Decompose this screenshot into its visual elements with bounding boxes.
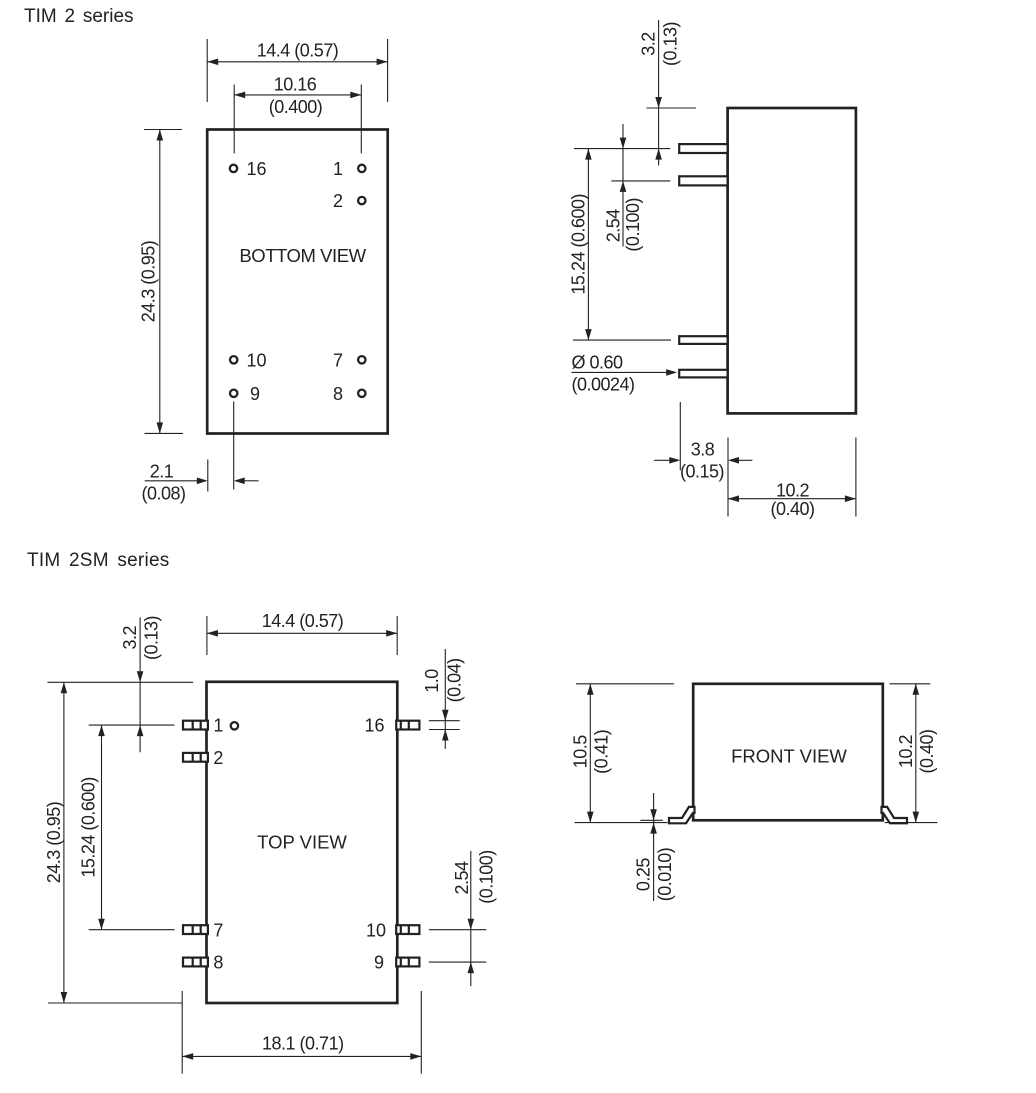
svg-text:2: 2 [213,748,223,768]
svg-text:24.3 (0.95): 24.3 (0.95) [139,241,159,323]
svg-text:2: 2 [333,191,343,211]
svg-text:(0.08): (0.08) [141,483,185,503]
svg-text:BOTTOM VIEW: BOTTOM VIEW [239,245,366,266]
svg-text:8: 8 [333,384,343,404]
svg-text:(0.0024): (0.0024) [572,374,635,394]
svg-text:1: 1 [333,159,343,179]
svg-text:1: 1 [213,716,223,736]
svg-text:16: 16 [247,159,267,179]
svg-text:7: 7 [333,350,343,370]
svg-text:1.0: 1.0 [422,669,442,693]
svg-text:8: 8 [213,953,223,973]
svg-text:TOP VIEW: TOP VIEW [257,832,347,853]
svg-text:(0.41): (0.41) [592,730,612,774]
svg-text:3.2: 3.2 [638,32,658,56]
svg-text:10: 10 [366,920,386,940]
svg-text:3.2: 3.2 [120,625,140,649]
svg-text:10.5: 10.5 [570,735,590,769]
svg-text:2.1: 2.1 [150,461,174,481]
svg-text:0.25: 0.25 [634,858,654,892]
svg-text:14.4 (0.57): 14.4 (0.57) [257,41,339,61]
svg-text:10.16: 10.16 [274,75,317,95]
svg-text:18.1 (0.71): 18.1 (0.71) [262,1034,344,1054]
svg-text:(0.13): (0.13) [661,22,681,66]
svg-text:3.8: 3.8 [691,440,715,460]
svg-text:Ø 0.60: Ø 0.60 [572,352,624,372]
svg-text:(0.100): (0.100) [623,198,643,252]
svg-text:10.2: 10.2 [776,480,810,500]
svg-text:(0.40): (0.40) [917,729,937,773]
svg-text:(0.100): (0.100) [477,850,497,904]
svg-text:10: 10 [247,350,267,370]
svg-text:(0.400): (0.400) [269,97,323,117]
svg-text:15.24 (0.600): 15.24 (0.600) [79,777,99,878]
svg-text:(0.13): (0.13) [142,616,162,660]
svg-text:9: 9 [374,953,384,973]
svg-text:2.54: 2.54 [452,861,472,895]
svg-text:TIM 2 series: TIM 2 series [24,6,134,27]
svg-text:10.2: 10.2 [896,735,916,769]
svg-text:16: 16 [364,716,384,736]
svg-text:2.54: 2.54 [603,209,623,243]
svg-text:9: 9 [250,384,260,404]
svg-text:FRONT VIEW: FRONT VIEW [731,745,847,766]
svg-text:(0.15): (0.15) [680,462,724,482]
svg-text:(0.010): (0.010) [655,848,675,902]
svg-text:24.3 (0.95): 24.3 (0.95) [44,802,64,884]
svg-text:15.24 (0.600): 15.24 (0.600) [568,194,588,295]
svg-text:TIM 2SM series: TIM 2SM series [27,550,170,571]
svg-text:(0.40): (0.40) [770,499,814,519]
svg-text:(0.04): (0.04) [445,658,465,702]
svg-text:7: 7 [213,920,223,940]
svg-text:14.4 (0.57): 14.4 (0.57) [262,611,344,631]
